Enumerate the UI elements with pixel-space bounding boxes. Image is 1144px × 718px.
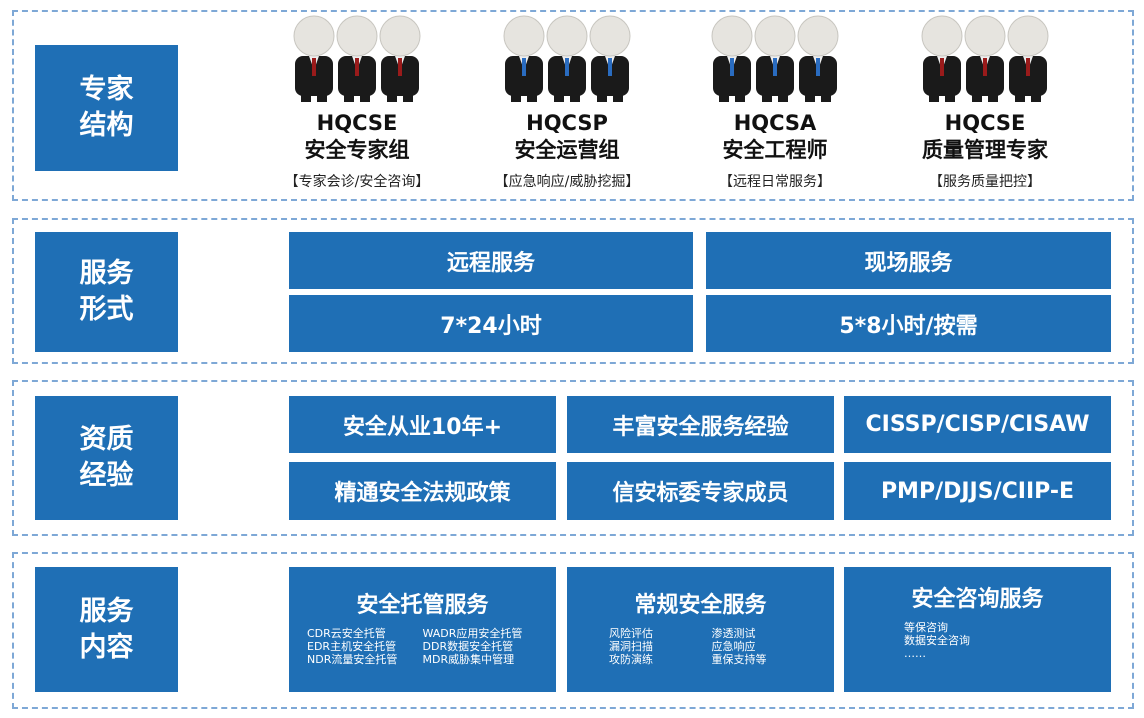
service-item: 等保咨询 xyxy=(904,621,948,634)
service-item: 风险评估 xyxy=(609,627,653,640)
label-service-content: 服务内容 xyxy=(35,567,178,692)
team-duty: 【应急响应/威胁挖掘】 xyxy=(494,174,640,190)
section-service-form xyxy=(12,218,1134,364)
team-name: 安全工程师 xyxy=(722,138,828,162)
service-card-consulting: 安全咨询服务 等保咨询 数据安全咨询 …… xyxy=(844,567,1111,692)
service-title: 安全咨询服务 xyxy=(911,587,1044,612)
onsite-service-hours: 5*8小时/按需 xyxy=(706,295,1111,352)
service-item: …… xyxy=(904,647,926,660)
service-item: 渗透测试 xyxy=(711,627,756,640)
team-code: HQCSE xyxy=(944,111,1026,135)
qualification-item: CISSP/CISP/CISAW xyxy=(844,396,1111,453)
service-item: WADR应用安全托管 xyxy=(422,627,523,640)
team-name: 安全运营组 xyxy=(514,138,620,162)
service-item: 攻防演练 xyxy=(609,653,653,666)
service-card-managed: 安全托管服务 CDR云安全托管 WADR应用安全托管 EDR主机安全托管 DDR数据… xyxy=(289,567,556,692)
qualification-item: 精通安全法规政策 xyxy=(289,462,556,520)
service-title: 安全托管服务 xyxy=(356,593,489,618)
service-item: MDR威胁集中管理 xyxy=(422,653,515,666)
label-expert-structure: 专家结构 xyxy=(35,45,178,171)
label-service-form: 服务形式 xyxy=(35,232,178,352)
service-item: 数据安全咨询 xyxy=(904,634,970,647)
service-item: EDR主机安全托管 xyxy=(307,640,397,653)
service-card-regular: 常规安全服务 风险评估 渗透测试 漏洞扫描 应急响应 攻防演练 重保支持等 xyxy=(567,567,834,692)
service-title: 常规安全服务 xyxy=(634,593,767,618)
team-duty: 【服务质量把控】 xyxy=(929,174,1041,190)
team-code: HQCSA xyxy=(733,111,817,135)
expert-group-icon xyxy=(293,15,421,102)
qualification-item: PMP/DJJS/CIIP-E xyxy=(844,462,1111,520)
section-service-content xyxy=(12,552,1134,709)
service-item: 漏洞扫描 xyxy=(609,640,653,653)
label-qualifications: 资质经验 xyxy=(35,396,178,520)
team-name: 安全专家组 xyxy=(304,138,410,162)
service-item: NDR流量安全托管 xyxy=(307,653,398,666)
service-item: 重保支持等 xyxy=(711,653,767,666)
service-item: 应急响应 xyxy=(711,640,756,653)
service-item: CDR云安全托管 xyxy=(307,627,386,640)
qualification-item: 丰富安全服务经验 xyxy=(567,396,834,453)
team-2: HQCSA 安全工程师 【远程日常服务】 xyxy=(675,14,875,191)
qualification-item: 安全从业10年+ xyxy=(289,396,556,453)
qualification-item: 信安标委专家成员 xyxy=(567,462,834,520)
service-item: DDR数据安全托管 xyxy=(422,640,514,653)
team-duty: 【远程日常服务】 xyxy=(719,174,831,190)
team-0: HQCSE 安全专家组 【专家会诊/安全咨询】 xyxy=(257,14,457,191)
team-name: 质量管理专家 xyxy=(922,138,1048,162)
expert-group-icon xyxy=(921,15,1049,102)
remote-service-hours: 7*24小时 xyxy=(289,295,693,352)
team-duty: 【专家会诊/安全咨询】 xyxy=(284,174,430,190)
team-3: HQCSE 质量管理专家 【服务质量把控】 xyxy=(885,14,1085,191)
team-1: HQCSP 安全运营组 【应急响应/威胁挖掘】 xyxy=(467,14,667,191)
section-expert-structure xyxy=(12,10,1134,201)
remote-service: 远程服务 xyxy=(289,232,693,289)
expert-group-icon xyxy=(503,15,631,102)
team-code: HQCSP xyxy=(526,111,608,135)
section-qualifications xyxy=(12,380,1134,536)
team-code: HQCSE xyxy=(316,111,398,135)
expert-group-icon xyxy=(711,15,839,102)
onsite-service: 现场服务 xyxy=(706,232,1111,289)
